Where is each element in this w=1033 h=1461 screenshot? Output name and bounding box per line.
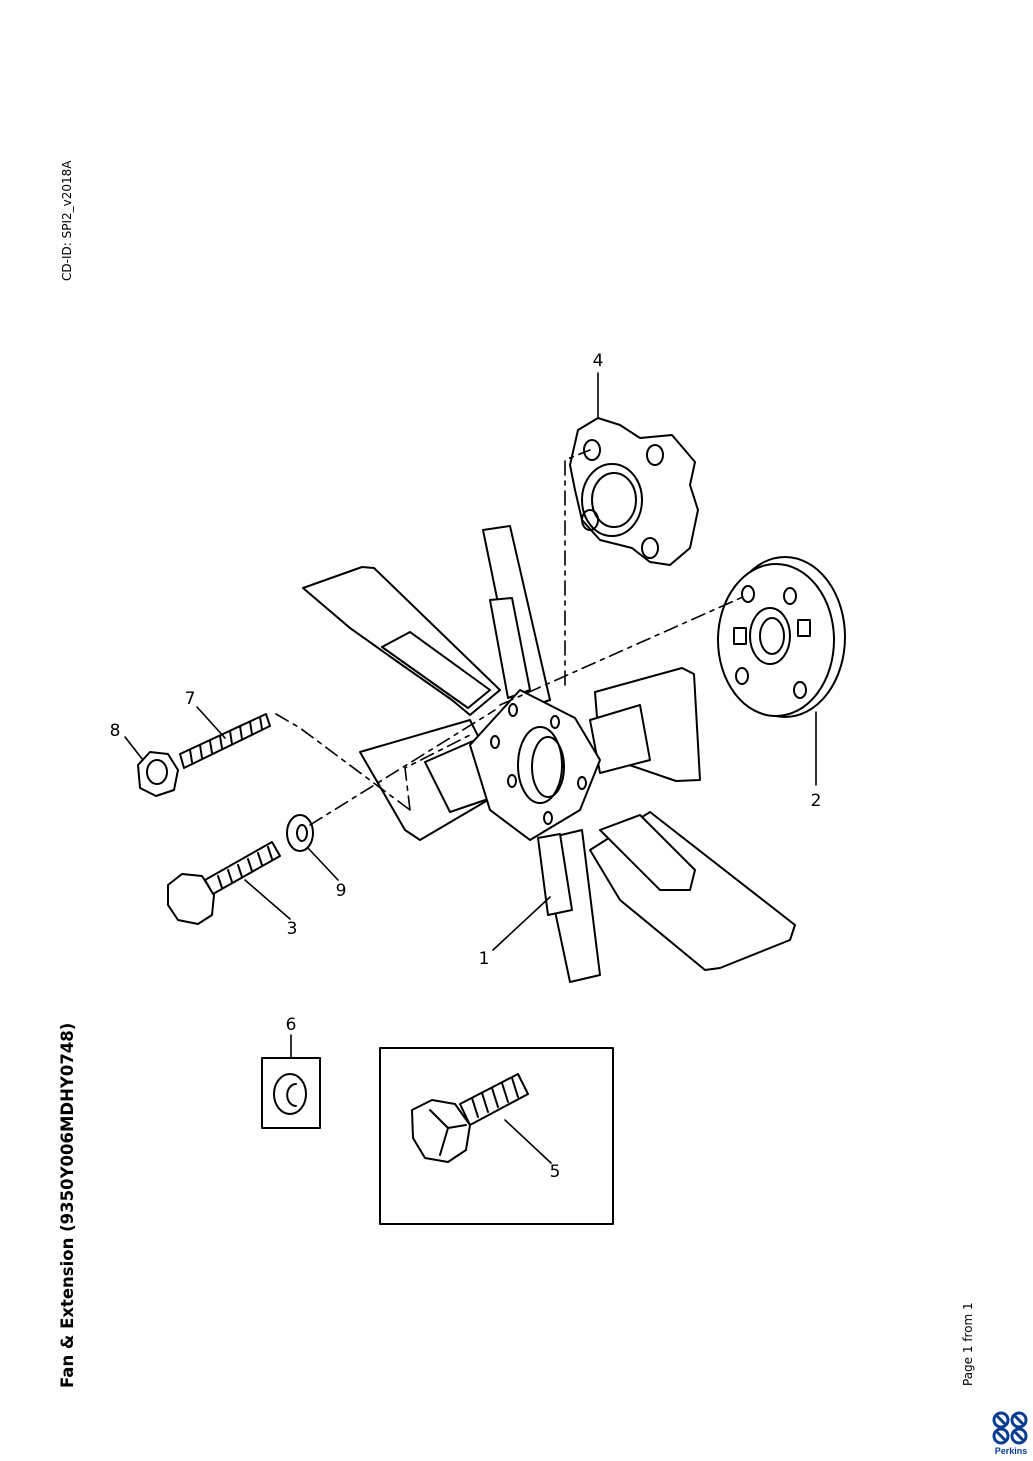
washer-part-9 [286,814,314,852]
bolt-part-5 [411,1073,529,1163]
pulley-part-2 [717,556,846,718]
callout-2: 2 [811,791,822,811]
inset-box-part-5 [379,1047,614,1225]
callout-7: 7 [185,689,196,709]
callout-1: 1 [479,949,490,969]
spacer-part-4 [569,417,699,566]
callout-4: 4 [593,351,604,371]
inset-box-part-6 [261,1057,321,1129]
assembly-lines [275,449,746,826]
nut-part-8 [137,751,179,797]
stud-part-7 [179,713,271,769]
callout-3: 3 [287,919,298,939]
callout-9: 9 [336,881,347,901]
spring-washer-part-6 [273,1073,307,1115]
leader-lines [124,372,817,1164]
perkins-logo-text: Perkins [994,1446,1028,1456]
perkins-logo-icon [992,1411,1028,1445]
callout-8: 8 [110,721,121,741]
callout-5: 5 [550,1162,561,1182]
fan-blade-assembly [302,525,796,983]
callout-6: 6 [286,1015,297,1035]
bolt-part-3 [167,841,281,925]
